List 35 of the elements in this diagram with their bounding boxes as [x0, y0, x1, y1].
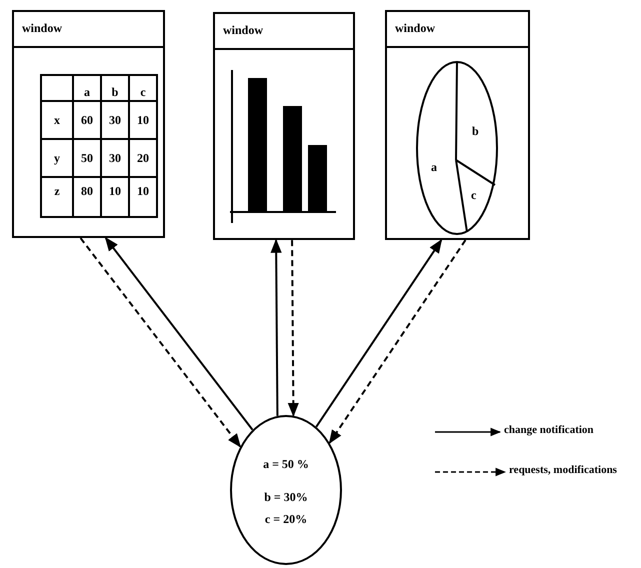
table-cell: 30 — [101, 139, 129, 177]
table-cell: z — [41, 177, 73, 217]
pie-slice-label: b — [472, 124, 479, 139]
table-cell: y — [41, 139, 73, 177]
dashed-arrow — [328, 240, 466, 444]
table-cell: 20 — [129, 139, 157, 177]
table-cell: 10 — [101, 177, 129, 217]
table-cell: 80 — [73, 177, 101, 217]
legend-text: change notification — [504, 424, 594, 436]
arrow — [270, 238, 282, 416]
dashed-arrow — [80, 237, 241, 448]
arrow — [104, 236, 254, 430]
model-value: c = 20% — [264, 512, 308, 527]
table-cell: x — [41, 101, 73, 139]
dashed-arrow — [288, 240, 299, 417]
model-value: b = 30% — [263, 490, 309, 505]
table-cell: b — [101, 75, 129, 101]
table-cell: c — [129, 75, 157, 101]
table-cell: a — [73, 75, 101, 101]
table-cell: 30 — [101, 101, 129, 139]
table-cell: 10 — [129, 101, 157, 139]
pie-slice-label: c — [471, 188, 476, 203]
pie-slice-label: a — [431, 160, 437, 175]
table-cell: 60 — [73, 101, 101, 139]
window-frame — [385, 10, 530, 240]
table-cell: 50 — [73, 139, 101, 177]
table-cell: 10 — [129, 177, 157, 217]
window-title: window — [395, 21, 436, 36]
arrow — [315, 239, 442, 428]
window-frame — [12, 10, 165, 238]
window-frame — [213, 12, 355, 240]
model-value: a = 50 % — [262, 457, 310, 472]
window-title: window — [223, 23, 264, 38]
window-title: window — [22, 21, 62, 36]
legend-text: requests, modifications — [509, 464, 617, 476]
